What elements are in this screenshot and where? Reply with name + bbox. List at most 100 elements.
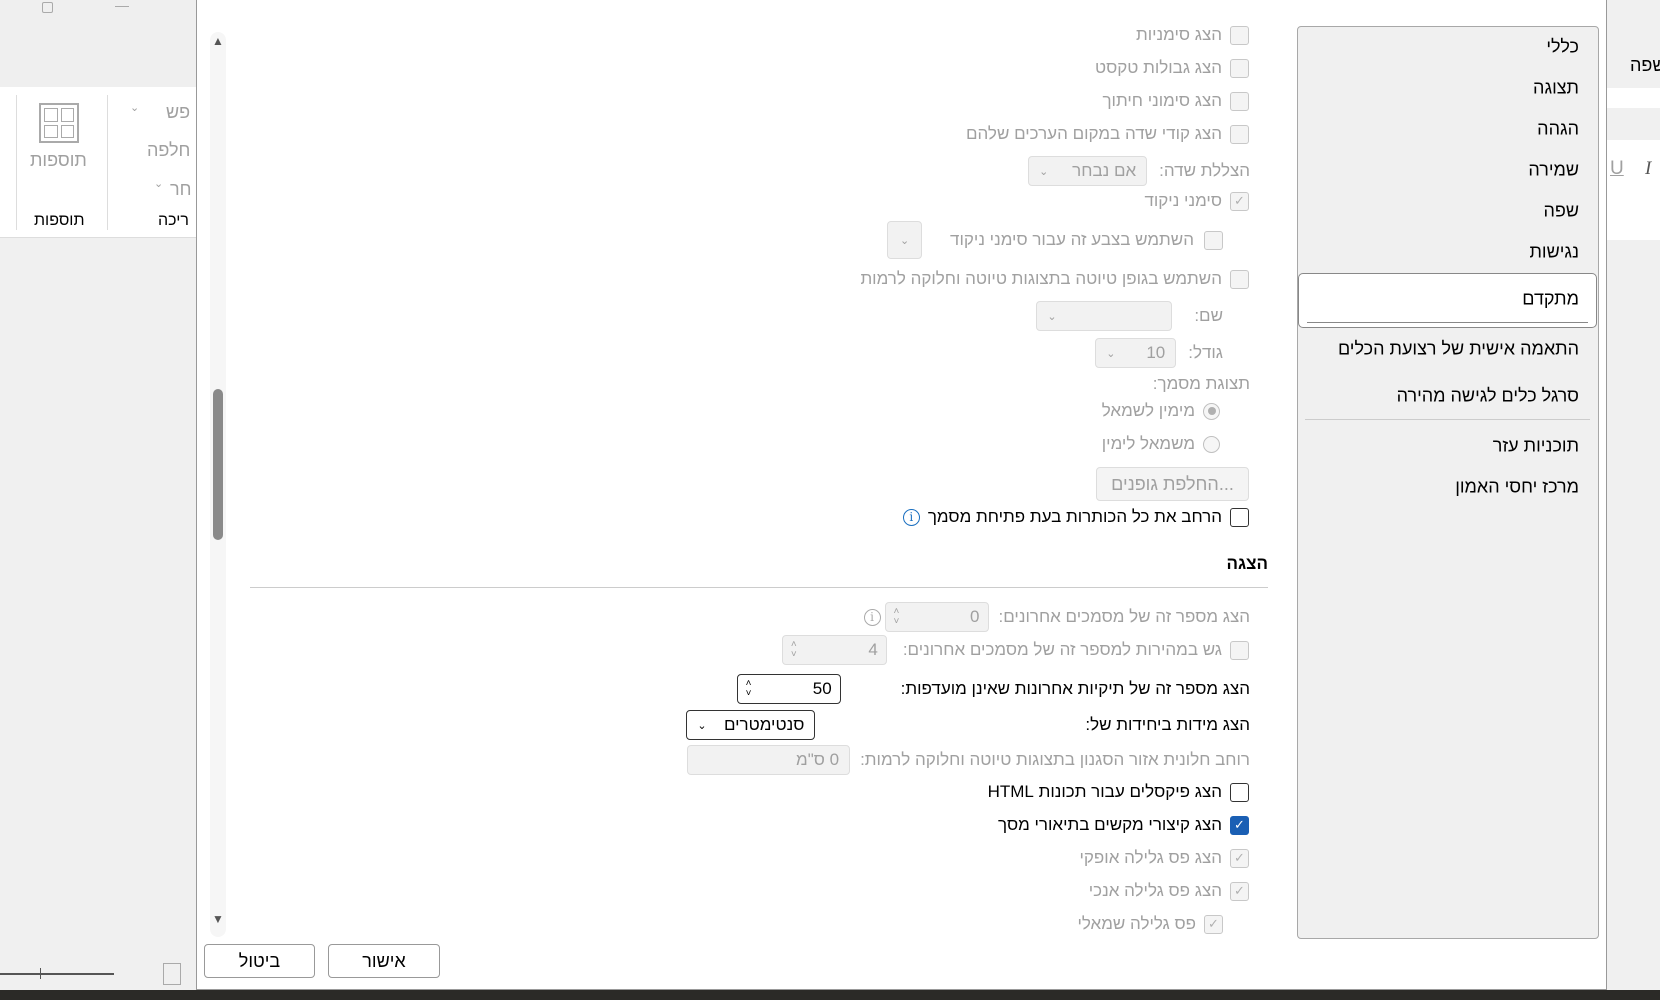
editing-group-label: ריכה: [158, 212, 189, 229]
nav-general[interactable]: כללי: [1546, 36, 1579, 57]
underline-button[interactable]: U: [1610, 158, 1624, 179]
show-crop-marks-checkbox[interactable]: [1230, 91, 1249, 111]
show-bookmarks-row[interactable]: הצג סימניות: [1136, 20, 1249, 50]
show-crop-marks-row[interactable]: הצג סימוני חיתוך: [1102, 86, 1249, 116]
units-select[interactable]: סנטימטרים⌄: [686, 710, 816, 740]
expand-headings-label: הרחב את כל הכותרות בעת פתיחת מסמך: [927, 507, 1222, 526]
minimize-icon[interactable]: [115, 6, 129, 7]
chevron-down-icon: ⌄: [130, 102, 140, 114]
section-divider: [250, 587, 1268, 588]
quick-access-recent-checkbox[interactable]: [1230, 640, 1249, 660]
nav-language[interactable]: שפה: [1543, 200, 1579, 221]
shortcut-keys-label: הצג קיצורי מקשים בתיאורי מסך: [998, 815, 1222, 834]
nav-advanced[interactable]: מתקדם: [1522, 288, 1579, 309]
diacritics-row[interactable]: ✓סימני ניקוד: [1144, 186, 1249, 216]
chevron-down-icon: ⌄: [1039, 165, 1049, 178]
font-size-value: 10: [1146, 343, 1166, 362]
spin-arrows-icon[interactable]: ˄˅: [790, 639, 797, 660]
diacritics-checkbox[interactable]: ✓: [1230, 191, 1249, 211]
nav-divider: [1305, 419, 1590, 420]
web-layout-icon[interactable]: [163, 963, 181, 985]
shortcut-keys-row[interactable]: ✓ הצג קיצורי מקשים בתיאורי מסך: [998, 810, 1249, 840]
content-scrollbar[interactable]: ▲ ▼: [210, 32, 226, 937]
draft-font-checkbox[interactable]: [1230, 269, 1249, 289]
pixels-html-row[interactable]: הצג פיקסלים עבור תכונות HTML: [988, 777, 1249, 807]
nav-display[interactable]: תצוגה: [1533, 77, 1579, 98]
style-pane-width-input[interactable]: 0 ס"מ: [687, 745, 851, 775]
left-scroll-row[interactable]: ✓פס גלילה שמאלי: [1077, 909, 1223, 939]
nav-accessibility[interactable]: נגישות: [1529, 241, 1579, 262]
horizontal-scroll-label: הצג פס גלילה אופקי: [1079, 848, 1222, 867]
show-text-boundaries-checkbox[interactable]: [1230, 58, 1249, 78]
quick-access-recent-row[interactable]: גש במהירות למספר זה של מסמכים אחרונים: ˄˅…: [781, 635, 1249, 665]
show-text-boundaries-row[interactable]: הצג גבולות טקסט: [1095, 53, 1249, 83]
cancel-button[interactable]: ביטול: [204, 944, 315, 978]
units-value: סנטימטרים: [723, 715, 805, 734]
scroll-up-arrow[interactable]: ▲: [212, 34, 224, 48]
info-icon[interactable]: i: [902, 508, 920, 526]
recent-folders-spinner[interactable]: ˄˅50: [736, 674, 841, 704]
info-icon[interactable]: i: [863, 608, 881, 626]
vertical-scroll-checkbox[interactable]: ✓: [1230, 881, 1249, 901]
expand-headings-checkbox[interactable]: [1230, 507, 1249, 527]
ltr-radio-row[interactable]: משמאל לימין: [1102, 429, 1220, 459]
find-button[interactable]: פש: [166, 102, 191, 122]
quick-access-recent-spinner[interactable]: ˄˅4: [781, 635, 887, 665]
field-shading-value: אם נבחר: [1072, 161, 1137, 180]
diacritics-color-checkbox[interactable]: [1204, 230, 1223, 250]
field-shading-select[interactable]: אם נבחר ⌄: [1028, 156, 1148, 186]
show-field-codes-checkbox[interactable]: [1230, 124, 1249, 144]
addins-button[interactable]: תוספות: [30, 150, 87, 170]
nav-save[interactable]: שמירה: [1528, 159, 1579, 180]
horizontal-scroll-checkbox[interactable]: ✓: [1230, 848, 1249, 868]
scrollbar-thumb[interactable]: [213, 389, 223, 540]
italic-button[interactable]: I: [1645, 158, 1652, 179]
diacritics-color-label: השתמש בצבע זה עבור סימני ניקוד: [950, 230, 1194, 249]
shortcut-keys-checkbox[interactable]: ✓: [1230, 815, 1249, 835]
nav-trust-center[interactable]: מרכז יחסי האמון: [1455, 476, 1579, 497]
horizontal-scroll-row[interactable]: ✓ הצג פס גלילה אופקי: [1079, 843, 1249, 873]
addins-icon[interactable]: [39, 103, 79, 143]
ltr-radio[interactable]: [1203, 435, 1220, 453]
scroll-down-arrow[interactable]: ▼: [212, 912, 224, 926]
pixels-html-label: הצג פיקסלים עבור תכונות HTML: [987, 782, 1222, 801]
display-section-heading: הצגה: [1226, 554, 1268, 573]
diacritics-color-row[interactable]: השתמש בצבע זה עבור סימני ניקוד ⌄: [887, 221, 1223, 259]
rtl-radio[interactable]: [1203, 402, 1220, 420]
field-shading-row: הצללת שדה:אם נבחר⌄: [1028, 156, 1250, 186]
font-size-label: גודל:: [1188, 343, 1223, 362]
font-substitution-button[interactable]: החלפת גופנים...: [1096, 467, 1249, 501]
units-label: הצג מידות ביחידות של:: [1085, 715, 1250, 734]
zoom-slider[interactable]: [0, 968, 114, 979]
app-titlebar: [0, 0, 196, 87]
nav-quick-access-toolbar[interactable]: סרגל כלים לגישה מהירה: [1396, 385, 1579, 406]
spin-arrows-icon[interactable]: ˄˅: [745, 678, 752, 699]
spin-arrows-icon[interactable]: ˄˅: [893, 606, 900, 627]
nav-addins[interactable]: תוכניות עזר: [1492, 435, 1579, 456]
vertical-scroll-row[interactable]: ✓הצג פס גלילה אנכי: [1089, 876, 1249, 906]
font-name-select[interactable]: ⌄: [1036, 301, 1173, 331]
nav-proofing[interactable]: הגהה: [1537, 118, 1579, 139]
expand-headings-row[interactable]: הרחב את כל הכותרות בעת פתיחת מסמך i: [902, 502, 1249, 532]
select-button[interactable]: חר: [170, 179, 192, 199]
left-scroll-checkbox[interactable]: ✓: [1204, 914, 1223, 934]
font-size-select[interactable]: 10⌄: [1095, 338, 1177, 368]
quick-access-recent-label: גש במהירות למספר זה של מסמכים אחרונים:: [902, 640, 1222, 659]
recent-docs-spinner[interactable]: ˄˅0: [884, 602, 989, 632]
ok-button[interactable]: אישור: [328, 944, 440, 978]
font-size-row: גודל: 10⌄: [1095, 338, 1223, 368]
pixels-html-checkbox[interactable]: [1230, 782, 1249, 802]
draft-font-row[interactable]: השתמש בגופן טיוטה בתצוגות טיוטה וחלוקה ל…: [860, 264, 1249, 294]
show-field-codes-row[interactable]: הצג קודי שדה במקום הערכים שלהם: [966, 119, 1249, 149]
draft-font-label: השתמש בגופן טיוטה בתצוגות טיוטה וחלוקה ל…: [860, 269, 1222, 288]
show-bookmarks-checkbox[interactable]: [1230, 25, 1249, 45]
diacritics-color-picker[interactable]: ⌄: [887, 221, 923, 259]
nav-customize-ribbon[interactable]: התאמה אישית של רצועת הכלים: [1337, 338, 1579, 359]
replace-button[interactable]: חלפה: [147, 140, 191, 160]
app-right-area: שפה U I: [1607, 0, 1660, 990]
language-group-label: שפה: [1630, 55, 1660, 75]
recent-folders-label: הצג מספר זה של תיקיות אחרונות שאינן מועד…: [900, 679, 1250, 698]
restore-icon[interactable]: [42, 2, 53, 13]
rtl-radio-row[interactable]: מימין לשמאל: [1102, 396, 1220, 426]
